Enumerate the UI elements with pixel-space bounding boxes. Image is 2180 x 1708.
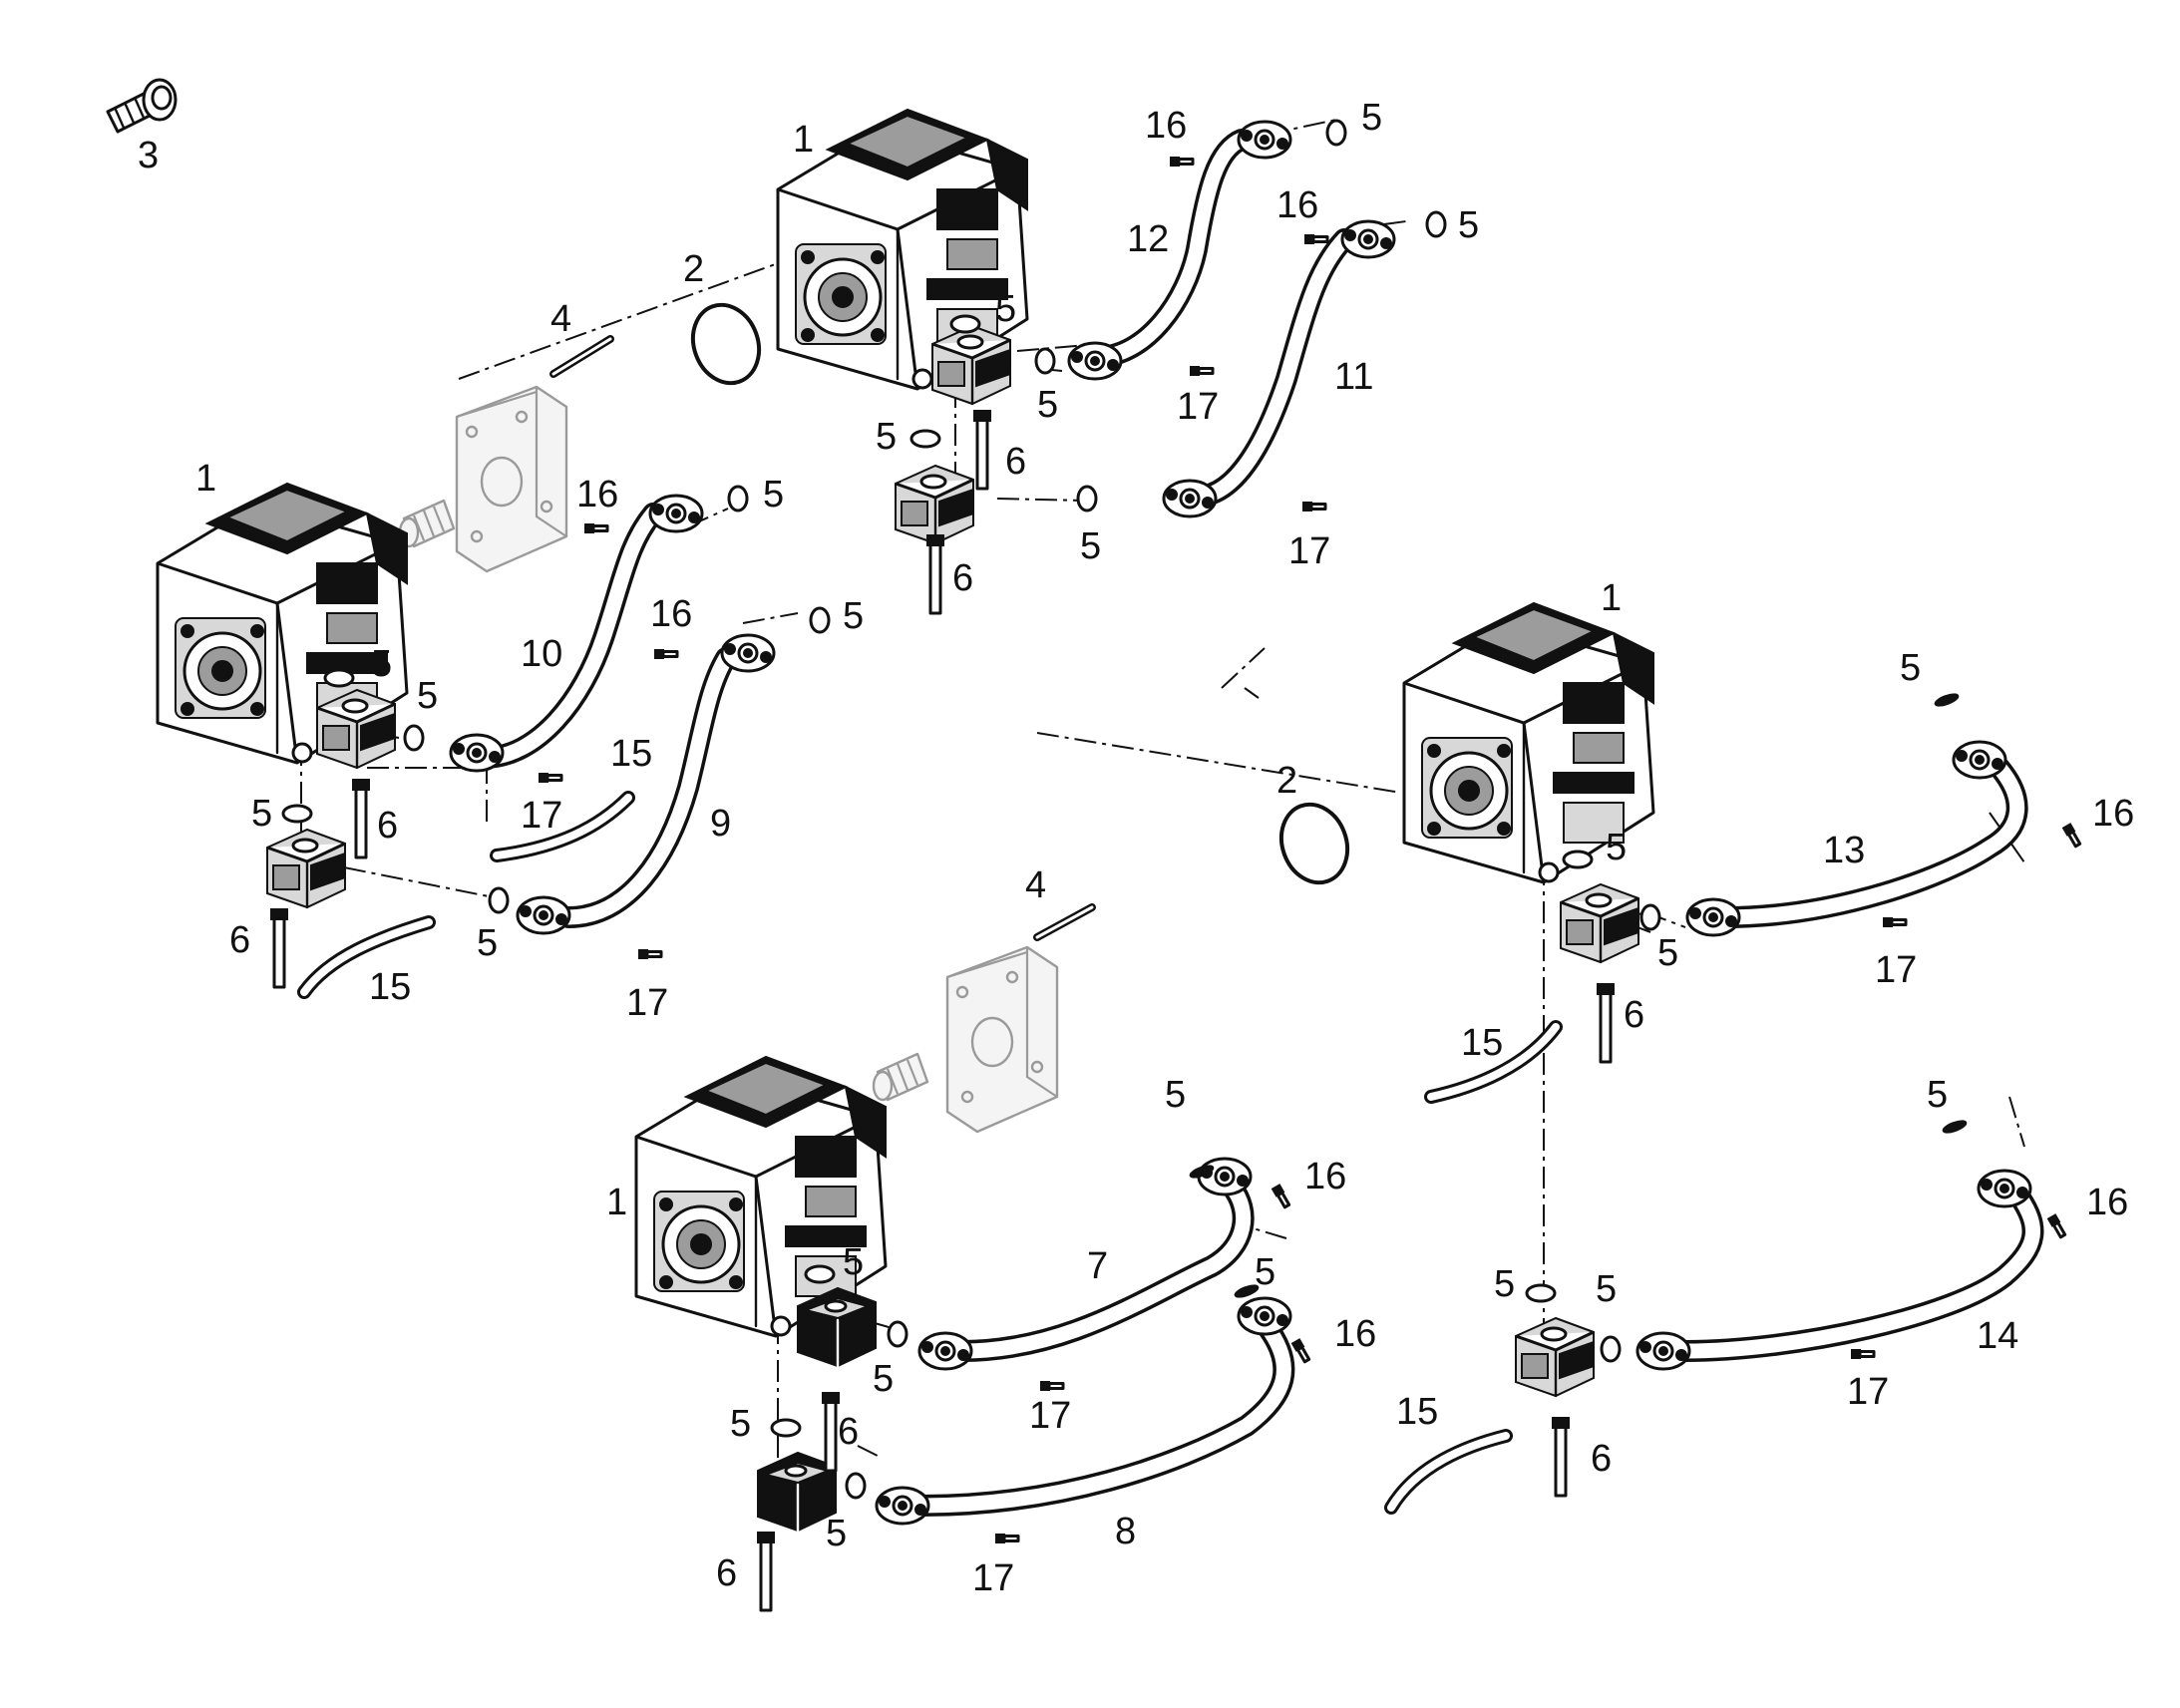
- callout-6: 6: [377, 805, 398, 847]
- callout-2: 2: [1276, 760, 1297, 802]
- callout-15: 15: [1396, 1391, 1438, 1433]
- callout-15: 15: [610, 733, 652, 775]
- callout-15: 15: [1461, 1022, 1503, 1064]
- callout-15: 15: [369, 966, 411, 1008]
- filter-block: [1514, 1316, 1596, 1398]
- end-plate: [455, 385, 568, 573]
- callout-11: 11: [1334, 356, 1373, 398]
- callout-5: 5: [1606, 827, 1627, 868]
- small-hoses: [297, 791, 1563, 1515]
- callout-1: 1: [1601, 577, 1622, 619]
- callout-5: 5: [826, 1513, 847, 1554]
- callout-5: 5: [843, 1241, 864, 1283]
- callout-5: 5: [995, 288, 1016, 330]
- callout-16: 16: [1334, 1313, 1376, 1355]
- callout-16: 16: [576, 474, 618, 515]
- callout-17: 17: [1029, 1395, 1071, 1437]
- callout-6: 6: [1591, 1438, 1612, 1480]
- callout-17: 17: [1875, 949, 1917, 991]
- callout-6: 6: [952, 557, 973, 599]
- callout-5: 5: [1037, 384, 1058, 426]
- callout-16: 16: [2086, 1182, 2128, 1223]
- end-plate: [945, 945, 1059, 1134]
- callout-5: 5: [1458, 204, 1479, 246]
- callout-5: 5: [371, 643, 392, 685]
- coupling: [398, 499, 456, 548]
- callout-16: 16: [1304, 1156, 1346, 1197]
- callout-5: 5: [1361, 97, 1382, 139]
- callout-16: 16: [1276, 184, 1318, 226]
- callout-9: 9: [710, 803, 731, 845]
- callout-17: 17: [1177, 386, 1219, 428]
- callout-8: 8: [1115, 1511, 1136, 1552]
- callout-1: 1: [195, 458, 216, 500]
- filter-block: [265, 828, 347, 909]
- hose-assemblies: [473, 129, 2044, 1517]
- callout-5: 5: [876, 416, 897, 458]
- filter-block: [796, 1286, 878, 1368]
- callout-16: 16: [650, 593, 692, 635]
- callout-5: 5: [763, 474, 784, 515]
- callout-5: 5: [1900, 647, 1921, 689]
- callout-10: 10: [521, 633, 562, 675]
- callout-5: 5: [251, 793, 272, 835]
- callout-5: 5: [1255, 1251, 1275, 1293]
- callout-16: 16: [1145, 105, 1187, 147]
- callout-5: 5: [1657, 932, 1678, 974]
- callout-1: 1: [606, 1182, 627, 1223]
- filter-block: [756, 1451, 838, 1533]
- callout-16: 16: [2092, 793, 2134, 835]
- callout-17: 17: [1288, 530, 1330, 572]
- callout-5: 5: [477, 922, 498, 964]
- o-ring-large: [690, 302, 1350, 885]
- filter-block: [315, 688, 397, 770]
- callout-17: 17: [1847, 1371, 1889, 1413]
- callout-5: 5: [1080, 525, 1101, 567]
- filter-block: [1559, 882, 1640, 964]
- callout-5: 5: [1494, 1263, 1515, 1305]
- callout-4: 4: [550, 298, 571, 340]
- callout-5: 5: [1927, 1074, 1948, 1116]
- callout-5: 5: [1165, 1074, 1186, 1116]
- callout-5: 5: [417, 675, 438, 717]
- coupling: [872, 1052, 929, 1102]
- callout-5: 5: [1596, 1268, 1617, 1310]
- callout-7: 7: [1087, 1245, 1108, 1287]
- callout-6: 6: [1624, 994, 1644, 1036]
- callout-17: 17: [972, 1557, 1014, 1599]
- callout-labels: 3 1 16 5 2 12 16 5 4 5 11 5 17 5 6 1 16 …: [138, 97, 2134, 1599]
- callout-6: 6: [1005, 441, 1026, 483]
- long-bolt: [549, 335, 1096, 941]
- filter-block: [894, 464, 975, 545]
- callout-14: 14: [1977, 1315, 2018, 1357]
- callout-3: 3: [138, 135, 159, 176]
- callout-6: 6: [716, 1552, 737, 1594]
- callout-6: 6: [838, 1411, 859, 1453]
- callout-13: 13: [1823, 830, 1865, 871]
- callout-2: 2: [683, 248, 704, 290]
- callout-5: 5: [873, 1358, 894, 1400]
- callout-17: 17: [626, 982, 668, 1024]
- plug-part: [106, 78, 178, 134]
- callout-17: 17: [521, 795, 562, 837]
- callout-4: 4: [1025, 864, 1046, 906]
- callout-5: 5: [843, 595, 864, 637]
- callout-12: 12: [1127, 218, 1169, 260]
- filter-block: [930, 324, 1012, 406]
- callout-6: 6: [229, 919, 250, 961]
- callout-1: 1: [793, 119, 814, 161]
- callout-5: 5: [730, 1403, 751, 1445]
- o-rings-small: [281, 119, 1968, 1500]
